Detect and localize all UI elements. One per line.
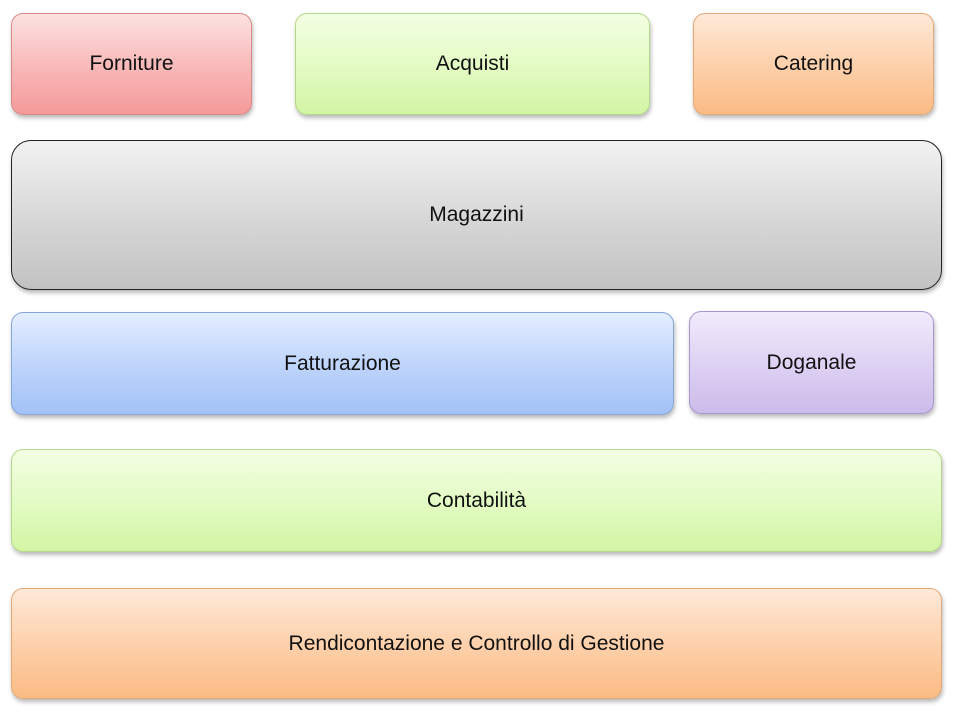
magazzini-block: Magazzini (11, 140, 942, 290)
contabilita-label: Contabilità (426, 488, 527, 512)
acquisti-label: Acquisti (435, 52, 510, 75)
rendicontazione-block: Rendicontazione e Controllo di Gestione (11, 588, 942, 699)
magazzini-label: Magazzini (429, 203, 524, 226)
catering-label: Catering (773, 52, 854, 75)
forniture-label: Forniture (89, 52, 174, 75)
contabilita-block: Contabilità (11, 449, 942, 552)
fatturazione-block: Fatturazione (11, 312, 674, 415)
catering-block: Catering (693, 13, 934, 115)
rendicontazione-label: Rendicontazione e Controllo di Gestione (288, 631, 665, 655)
fatturazione-label: Fatturazione (284, 351, 401, 375)
forniture-block: Forniture (11, 13, 252, 115)
doganale-block: Doganale (689, 311, 934, 414)
doganale-label: Doganale (766, 350, 857, 374)
acquisti-block: Acquisti (295, 13, 650, 115)
